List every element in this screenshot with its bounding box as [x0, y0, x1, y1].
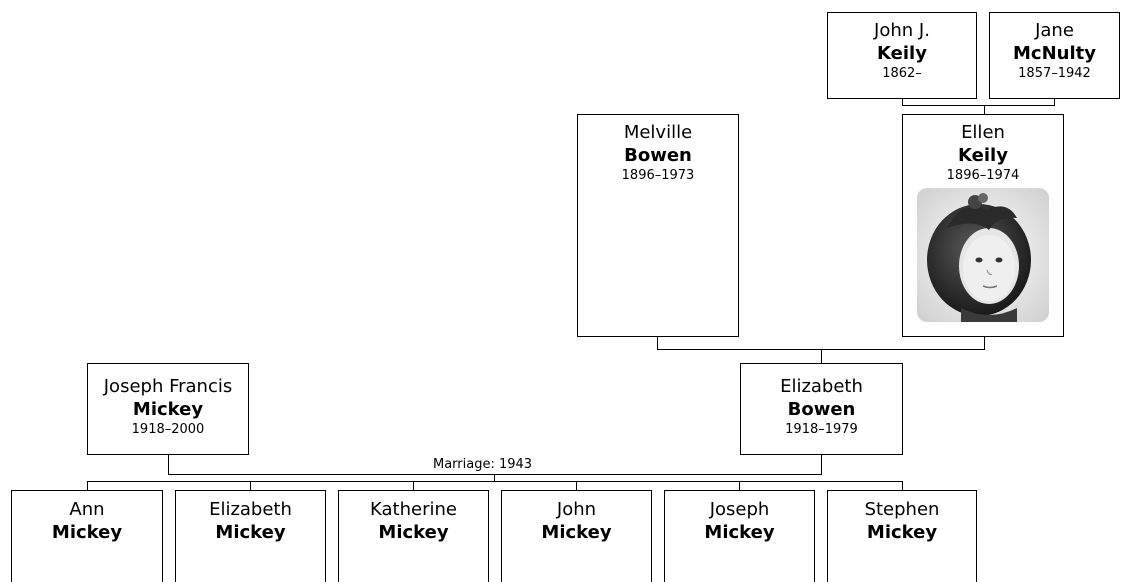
person-jane-mcnulty[interactable]: Jane McNulty 1857–1942 — [989, 12, 1120, 99]
life-dates: 1857–1942 — [1018, 66, 1091, 81]
life-dates: 1918–1979 — [785, 422, 858, 437]
given-name: Katherine — [370, 499, 457, 520]
person-stephen-mickey[interactable]: Stephen Mickey — [827, 490, 977, 582]
surname: Mickey — [866, 522, 938, 543]
person-elizabeth-mickey[interactable]: Elizabeth Mickey — [175, 490, 326, 582]
connector — [902, 99, 903, 105]
person-melville-bowen[interactable]: Melville Bowen 1896–1973 — [577, 114, 739, 337]
given-name: Joseph — [709, 499, 770, 520]
surname: Mickey — [378, 522, 449, 543]
given-name: Joseph Francis — [103, 376, 233, 397]
surname: Mickey — [51, 522, 123, 543]
connector — [657, 337, 658, 349]
connector — [250, 481, 251, 490]
surname: Keily — [877, 43, 927, 64]
given-name: John — [556, 499, 597, 520]
surname: Mickey — [132, 399, 204, 420]
connector — [87, 481, 88, 490]
connector — [821, 455, 822, 474]
life-dates: 1918–2000 — [131, 422, 205, 437]
connector — [413, 481, 414, 490]
person-john-mickey[interactable]: John Mickey — [501, 490, 652, 582]
life-dates: 1862– — [882, 66, 922, 81]
person-john-j-keily[interactable]: John J. Keily 1862– — [827, 12, 977, 99]
connector — [984, 105, 985, 114]
given-name: John J. — [874, 20, 930, 41]
marriage-line — [168, 474, 822, 475]
portrait-photo — [917, 188, 1049, 322]
surname: McNulty — [1013, 43, 1096, 64]
person-elizabeth-bowen[interactable]: Elizabeth Bowen 1918–1979 — [740, 363, 903, 455]
life-dates: 1896–1974 — [946, 168, 1020, 183]
person-joseph-mickey[interactable]: Joseph Mickey — [664, 490, 815, 582]
given-name: Ann — [69, 499, 105, 520]
surname: Keily — [958, 145, 1008, 166]
surname: Mickey — [704, 522, 775, 543]
surname: Mickey — [215, 522, 286, 543]
surname: Mickey — [541, 522, 612, 543]
children-bar — [87, 481, 903, 482]
connector — [902, 481, 903, 490]
given-name: Ellen — [961, 122, 1005, 143]
given-name: Elizabeth — [780, 376, 863, 397]
given-name: Melville — [623, 122, 693, 143]
given-name: Jane — [1035, 20, 1074, 41]
life-dates: 1896–1973 — [621, 168, 695, 183]
person-joseph-francis-mickey[interactable]: Joseph Francis Mickey 1918–2000 — [87, 363, 249, 455]
connector — [984, 337, 985, 349]
given-name: Stephen — [864, 499, 940, 520]
connector — [821, 349, 822, 363]
person-katherine-mickey[interactable]: Katherine Mickey — [338, 490, 489, 582]
connector — [168, 455, 169, 474]
surname: Bowen — [787, 399, 856, 420]
given-name: Elizabeth — [209, 499, 292, 520]
marriage-label: Marriage: 1943 — [431, 457, 535, 472]
connector — [902, 105, 1055, 106]
surname: Bowen — [624, 145, 692, 166]
connector — [739, 481, 740, 490]
connector — [576, 481, 577, 490]
person-ellen-keily[interactable]: Ellen Keily 1896–1974 — [902, 114, 1064, 337]
person-ann-mickey[interactable]: Ann Mickey — [11, 490, 163, 582]
connector — [494, 474, 495, 481]
connector — [1054, 99, 1055, 105]
